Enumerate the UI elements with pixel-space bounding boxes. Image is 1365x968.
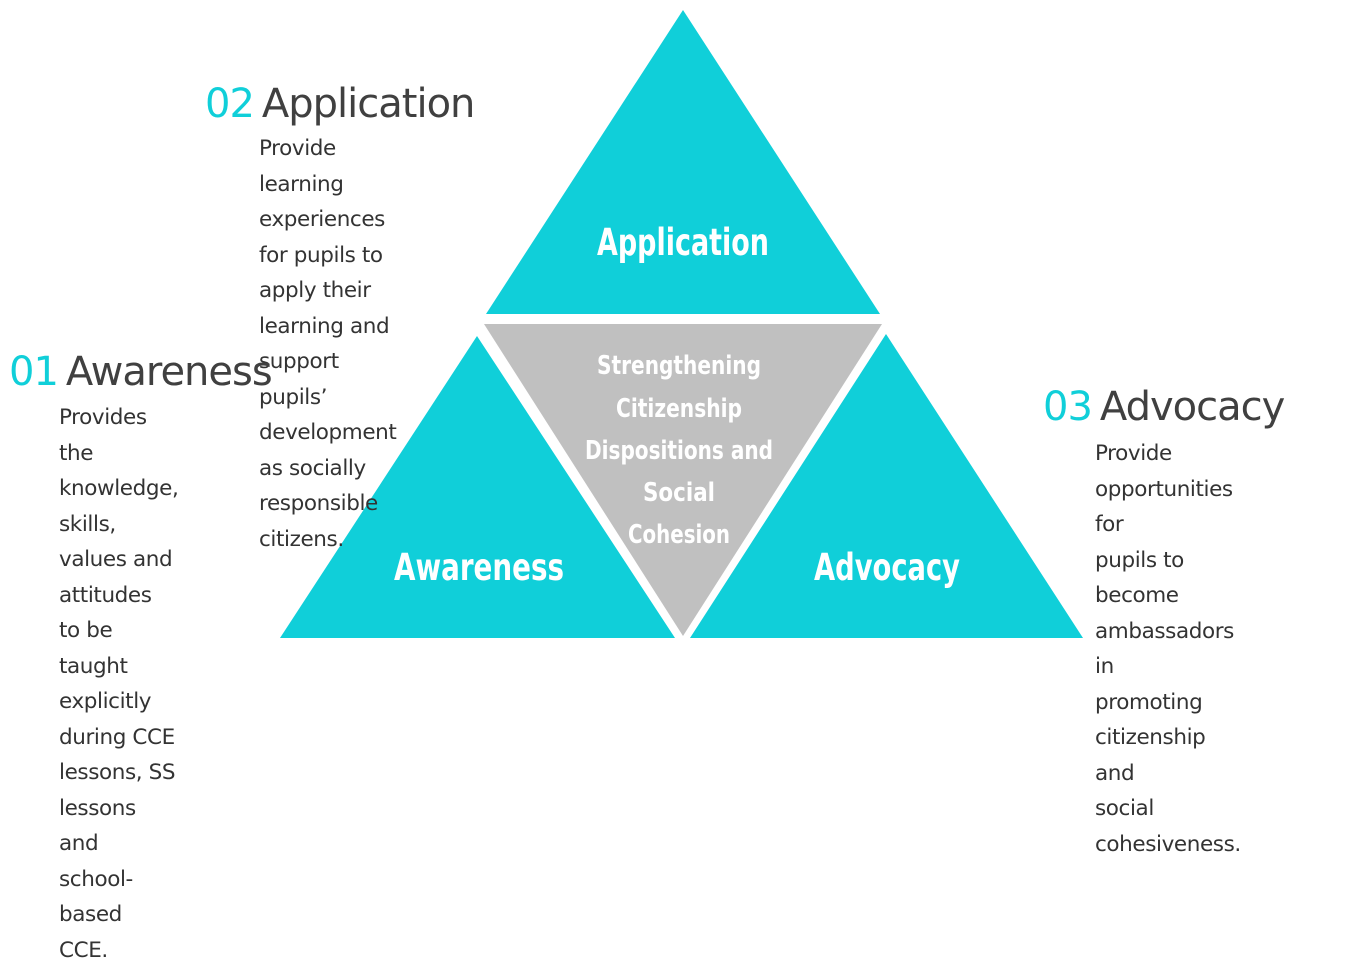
triangle-advocacy-label: Advocacy — [814, 546, 960, 589]
awareness-description: Provides the knowledge, skills, values a… — [59, 400, 178, 968]
description-line: development as socially — [259, 415, 396, 486]
awareness-title: Awareness — [66, 349, 272, 395]
description-line: social cohesiveness. — [1095, 791, 1241, 862]
advocacy-title: Advocacy — [1100, 384, 1284, 430]
awareness-number: 01 — [9, 349, 58, 395]
description-line: learning and support pupils’ — [259, 309, 396, 416]
description-line: Provides the knowledge, — [59, 400, 178, 507]
application-description: Provide learning experiences for pupils … — [259, 131, 396, 557]
application-title: Application — [262, 81, 475, 127]
center-line: Dispositions and — [585, 436, 773, 466]
application-number: 02 — [205, 81, 254, 127]
description-line: Provide opportunities for — [1095, 436, 1241, 543]
center-line: Cohesion — [628, 520, 730, 550]
description-line: to be taught explicitly — [59, 613, 178, 720]
description-line: Provide learning experiences — [259, 131, 396, 238]
center-line: Social — [643, 478, 715, 508]
advocacy-number: 03 — [1043, 384, 1092, 430]
description-line: pupils to become — [1095, 543, 1241, 614]
description-line: responsible citizens. — [259, 486, 396, 557]
triangle-application-label: Application — [597, 221, 769, 264]
center-line: Citizenship — [616, 394, 742, 424]
center-line: Strengthening — [597, 351, 761, 381]
description-line: lessons and school-based — [59, 791, 178, 933]
advocacy-description: Provide opportunities for pupils to beco… — [1095, 436, 1241, 862]
description-line: skills, values and attitudes — [59, 507, 178, 614]
description-line: during CCE lessons, SS — [59, 720, 178, 791]
description-line: ambassadors in — [1095, 614, 1241, 685]
description-line: for pupils to apply their — [259, 238, 396, 309]
description-line: CCE. — [59, 933, 178, 968]
description-line: promoting citizenship and — [1095, 685, 1241, 792]
triangle-awareness-label: Awareness — [394, 546, 564, 589]
triangle-application — [486, 10, 880, 314]
